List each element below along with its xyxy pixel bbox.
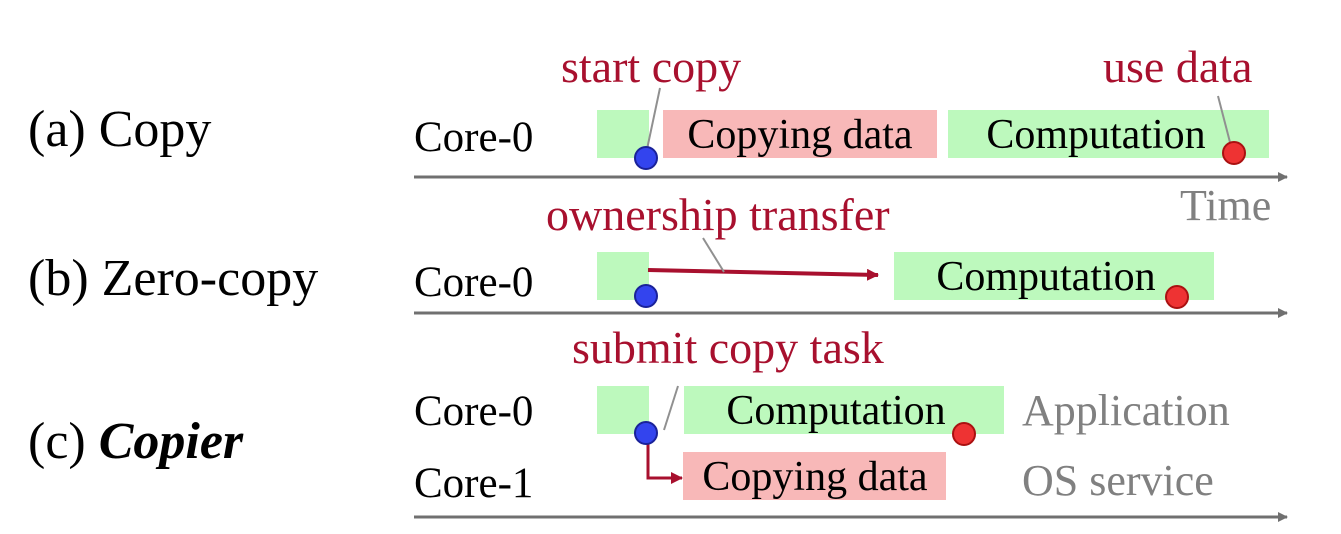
row-b-transfer-pointer [702, 237, 725, 273]
row-a-compute-box [948, 110, 1269, 158]
row-b-compute-box [894, 252, 1214, 300]
row-a-copy-box [663, 110, 937, 158]
row-a-label: (a) Copy [28, 101, 211, 158]
row-c-copy-box [683, 452, 946, 500]
row-b-use-dot [1165, 285, 1189, 309]
row-a-core-label: Core-0 [414, 114, 533, 161]
row-c-submit-annotation: submit copy task [572, 322, 884, 373]
row-b-core-label: Core-0 [414, 259, 533, 306]
row-c-core0-label: Core-0 [414, 388, 533, 435]
row-a-use-annotation: use data [1103, 41, 1252, 92]
row-c-start-dot [634, 421, 658, 445]
application-label: Application [1022, 386, 1230, 435]
row-b-transfer-annotation: ownership transfer [546, 189, 890, 240]
row-a-start-dot [634, 146, 658, 170]
row-b-start-dot [634, 284, 658, 308]
time-axis-label: Time [1180, 181, 1271, 230]
row-b-label: (b) Zero-copy [28, 250, 318, 307]
row-b-compute-text: Computation [936, 254, 1155, 300]
row-b-zero-copy: (b) Zero-copy Core-0 Computation ownersh… [28, 189, 1288, 318]
row-c-compute-box [684, 386, 1004, 434]
row-c-submit-pointer [663, 385, 679, 431]
row-c-copier: (c) Copier Core-0 Core-1 Computation Cop… [28, 322, 1288, 522]
row-a-copy-text: Copying data [687, 112, 912, 158]
row-a-start-annotation: start copy [561, 41, 741, 92]
row-b-transfer-arrow [647, 268, 879, 281]
row-a-use-dot [1222, 141, 1246, 165]
row-a-compute-text: Computation [986, 112, 1205, 158]
row-a-start-pointer [645, 87, 661, 155]
row-c-submit-arrow [646, 436, 683, 484]
row-c-label: (c) Copier [28, 413, 244, 470]
row-c-copy-text: Copying data [702, 454, 927, 500]
os-service-label: OS service [1022, 456, 1214, 505]
row-c-compute-text: Computation [726, 388, 945, 434]
row-c-core1-label: Core-1 [414, 460, 533, 507]
row-a-copy: (a) Copy Core-0 Copying data Computation… [28, 41, 1288, 230]
row-a-use-pointer [1217, 95, 1233, 151]
row-c-use-dot [952, 422, 976, 446]
